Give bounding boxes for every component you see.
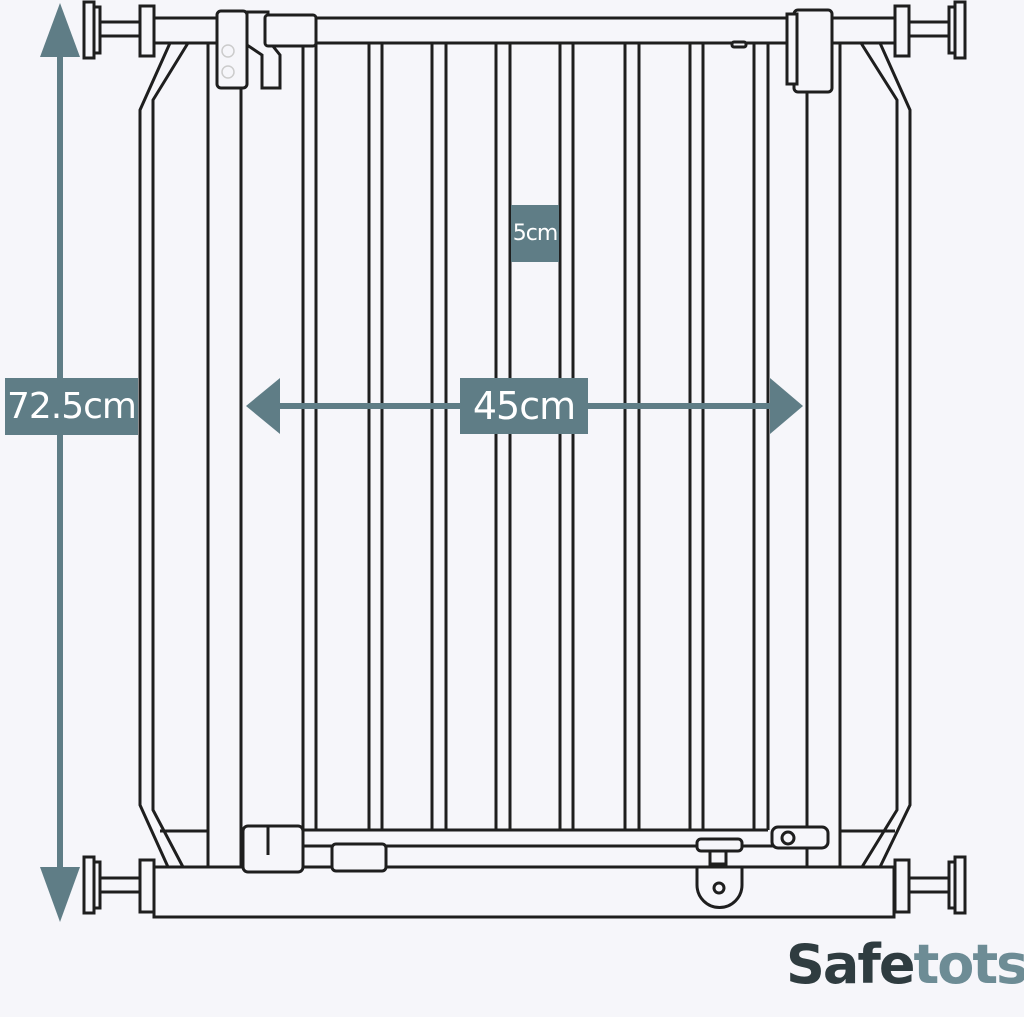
brand-logo: Safetots bbox=[786, 938, 1024, 992]
bottom-latch bbox=[695, 825, 830, 909]
pressure-spindle-bottom-left bbox=[82, 855, 156, 915]
gate-bars bbox=[206, 43, 842, 867]
bottom-rail bbox=[152, 865, 896, 919]
brand-logo-part1: Safe bbox=[786, 933, 915, 996]
bar-gap-dimension-label: 5cm bbox=[511, 205, 559, 262]
height-dimension-arrow bbox=[40, 3, 80, 922]
top-latch bbox=[730, 8, 834, 94]
pressure-spindle-top-right bbox=[893, 0, 967, 60]
brand-logo-part2: tots bbox=[913, 933, 1024, 996]
height-dimension-label: 72.5cm bbox=[5, 378, 138, 435]
width-dimension-label: 45cm bbox=[460, 378, 588, 434]
pressure-spindle-top-left bbox=[82, 0, 156, 60]
top-hinge bbox=[215, 9, 318, 90]
frame-sides bbox=[138, 42, 912, 868]
pressure-spindle-bottom-right bbox=[893, 855, 967, 915]
bottom-hinge bbox=[241, 824, 388, 874]
